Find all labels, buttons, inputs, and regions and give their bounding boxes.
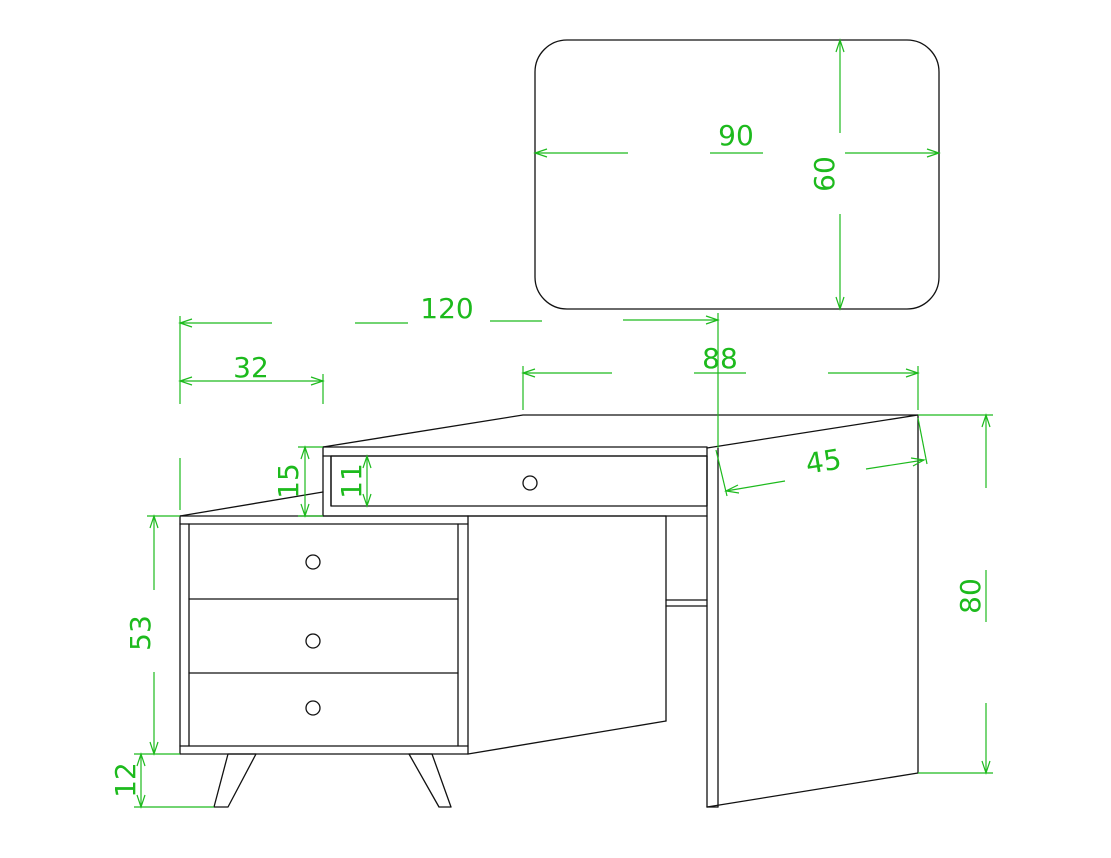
dim-45-line-right <box>865 459 925 470</box>
dimension-lines <box>134 38 993 809</box>
cabinet-top-slant <box>179 491 324 517</box>
right-panel-bottom-edge <box>706 772 919 808</box>
dim-32-label: 32 <box>233 351 269 384</box>
dim-90-arrow-left <box>533 148 548 158</box>
dim-60-label: 60 <box>808 156 841 192</box>
dim-45-ext-right <box>917 417 928 465</box>
dim-60-arrow-top <box>835 38 845 53</box>
dim-45-line-left <box>725 480 786 492</box>
upper-drawer <box>330 455 708 507</box>
dim-45-label: 45 <box>803 443 843 481</box>
dim-88-label: 88 <box>702 342 738 375</box>
dim-53-arrow-top <box>149 514 159 529</box>
dim-12-arrow-bottom <box>136 794 146 809</box>
drawer-knob-1 <box>305 554 321 570</box>
upper-drawer-knob <box>522 475 538 491</box>
drawer-knob-3 <box>305 700 321 716</box>
dim-11-arrow-bottom <box>362 493 372 508</box>
dim-32-arrow-left <box>178 376 193 386</box>
desk-drawing <box>179 414 919 808</box>
dim-120-arrow-left <box>178 318 193 328</box>
dim-60-arrow-bottom <box>835 296 845 311</box>
dim-45-arrow-right <box>910 457 926 467</box>
dim-12-label: 12 <box>109 762 142 798</box>
dim-32-arrow-right <box>310 376 325 386</box>
dimension-labels: 90 60 120 32 88 45 15 11 53 12 80 <box>109 119 987 798</box>
dim-45-ext-left <box>715 449 728 497</box>
dim-80-label: 80 <box>954 578 987 614</box>
dim-11-arrow-top <box>362 454 372 469</box>
dim-88-arrow-right <box>905 368 920 378</box>
dim-15-label: 15 <box>272 463 305 499</box>
dim-90-label: 90 <box>718 119 754 152</box>
dim-120-arrow-right <box>705 315 720 325</box>
dim-120-label: 120 <box>420 292 473 325</box>
drawer-knob-2 <box>305 633 321 649</box>
left-leg <box>213 753 257 808</box>
dim-88-arrow-left <box>521 368 536 378</box>
dim-80-arrow-top <box>981 413 991 428</box>
cabinet-side-bottom <box>467 720 667 755</box>
dim-15-arrow-bottom <box>300 503 310 518</box>
dim-90-arrow-right <box>926 148 941 158</box>
dim-80-arrow-bottom <box>981 760 991 775</box>
dim-53-label: 53 <box>124 615 157 651</box>
right-leg <box>408 753 452 808</box>
desk-top-edge <box>322 414 919 449</box>
mirror-outline <box>534 39 940 310</box>
dim-12-arrow-top <box>136 752 146 767</box>
dim-45-arrow-left <box>724 484 740 494</box>
dim-11-label: 11 <box>335 463 368 499</box>
dim-15-arrow-top <box>300 445 310 460</box>
